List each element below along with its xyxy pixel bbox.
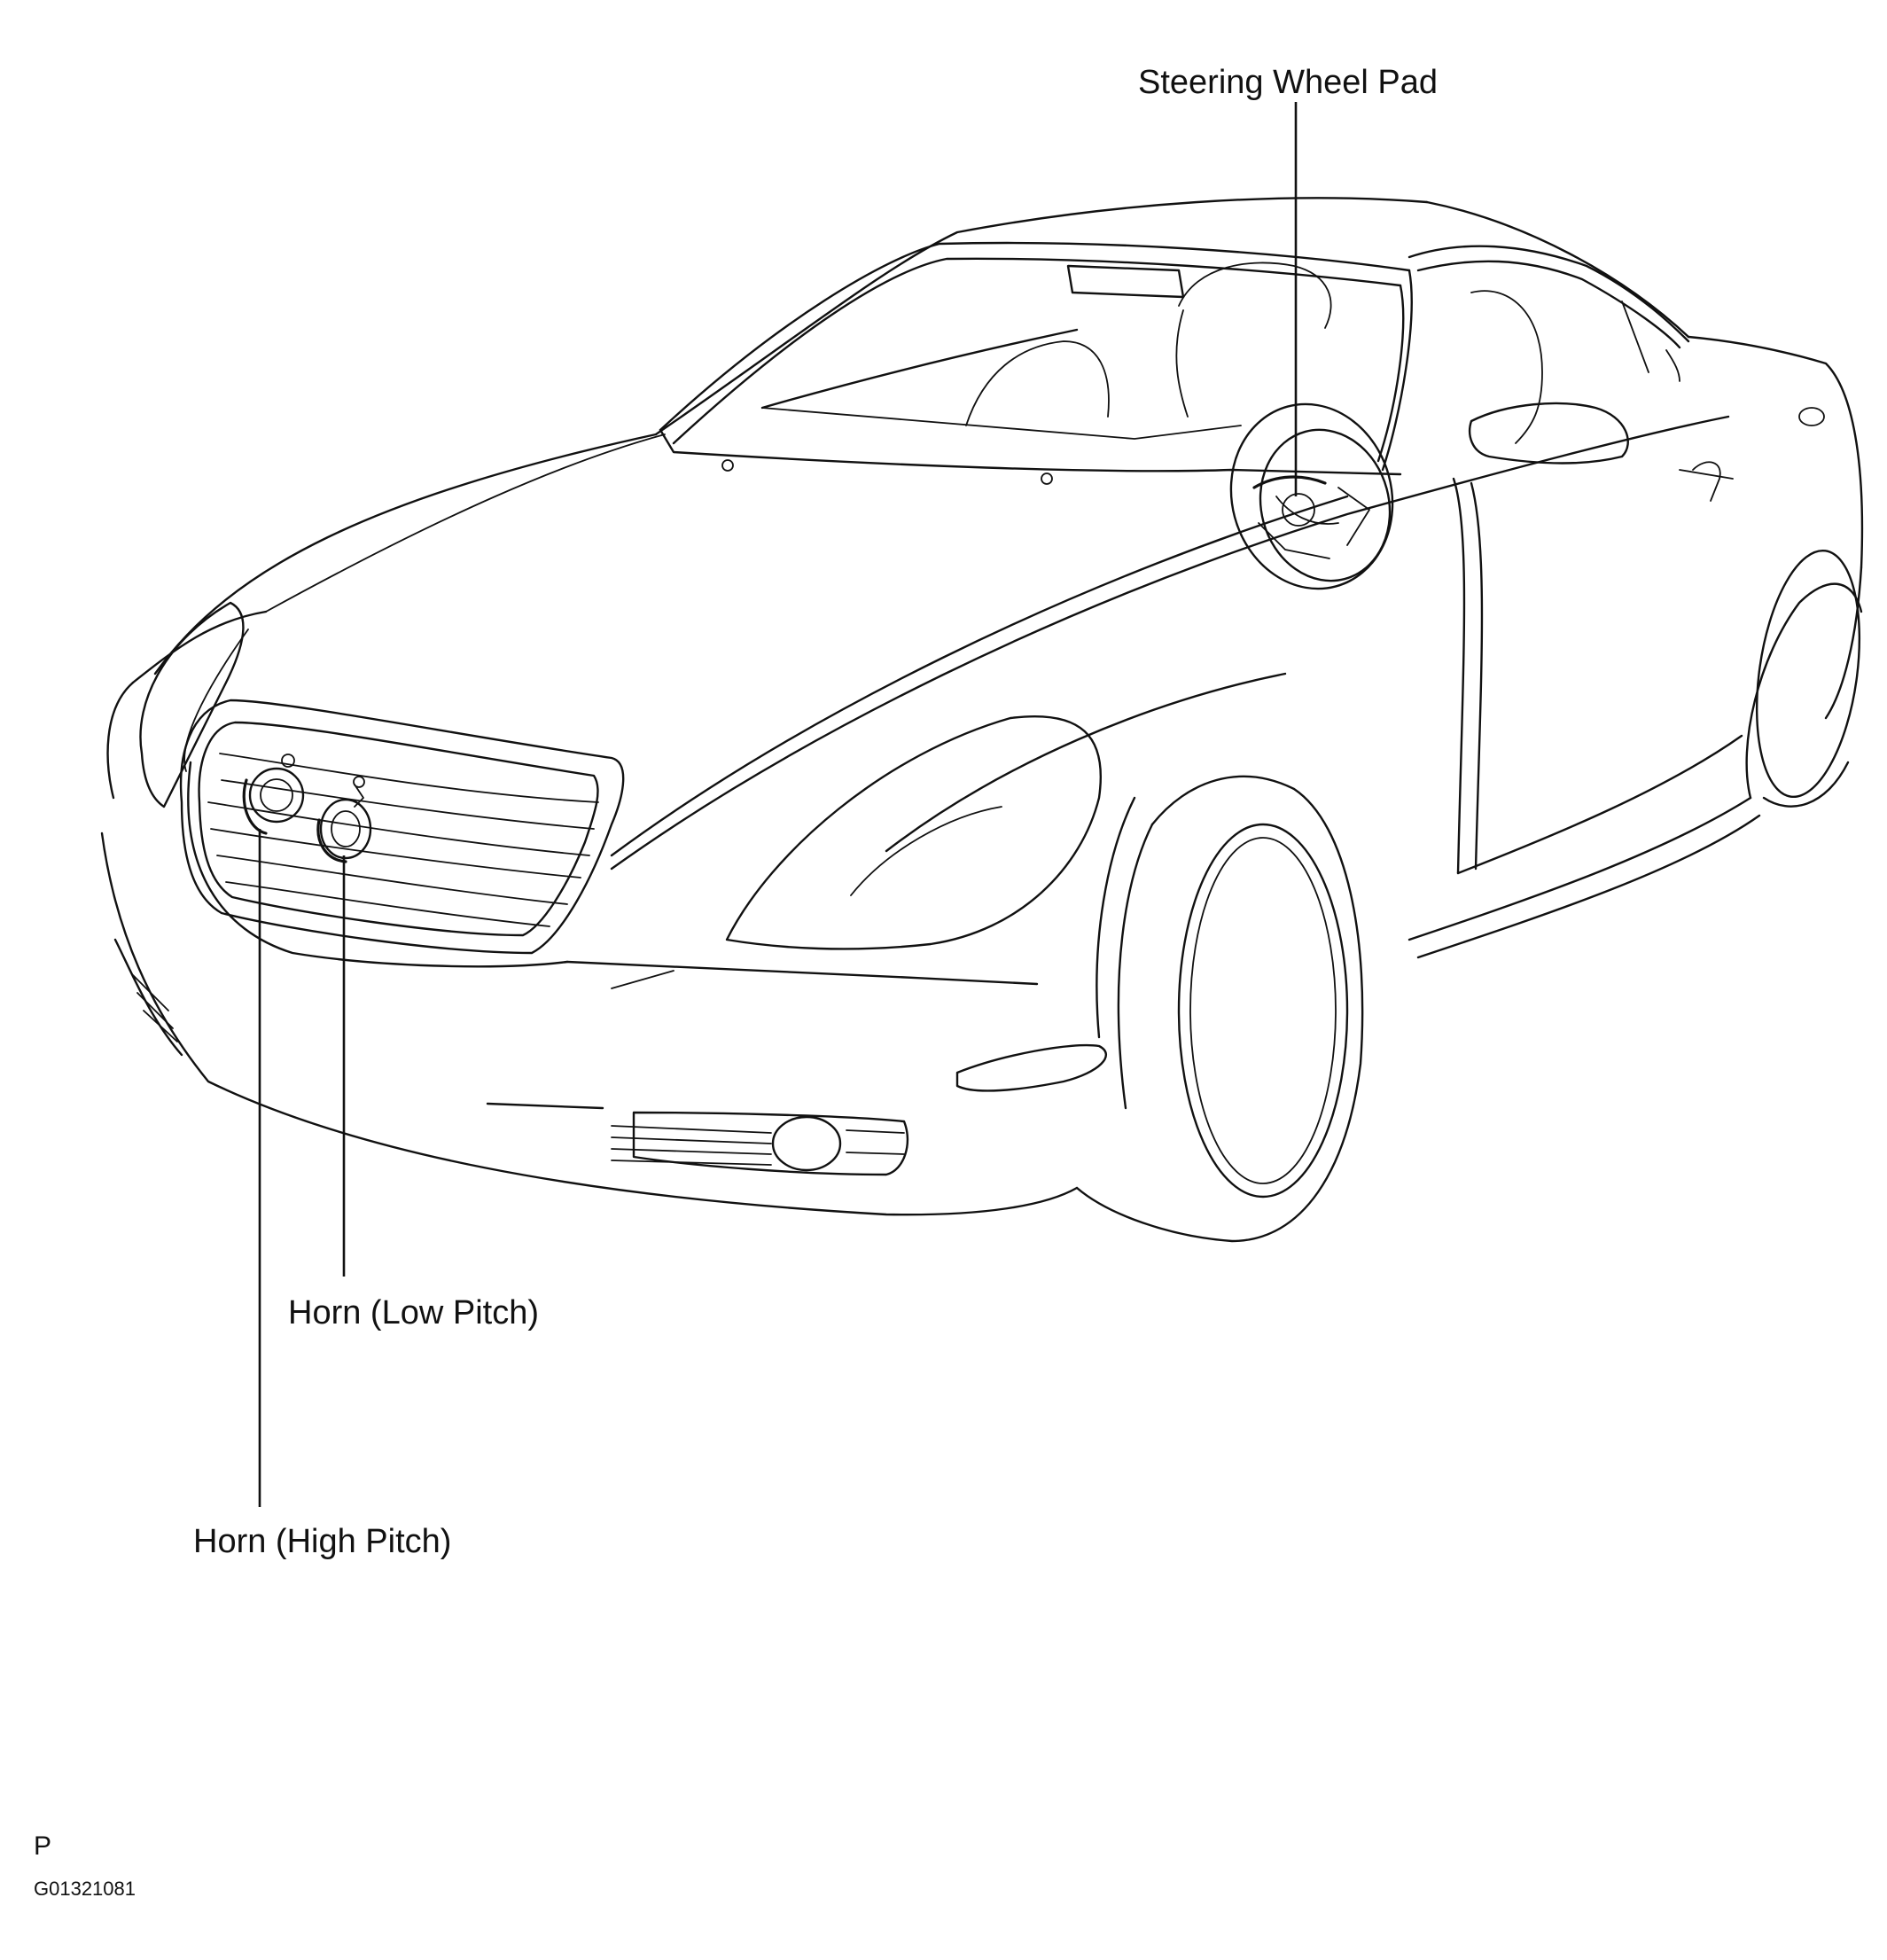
door-outline: [1452, 407, 1825, 875]
horn-high-pitch-part: [242, 754, 305, 835]
figure-code: G01321081: [34, 1878, 136, 1900]
front-wheel: [1075, 775, 1364, 1243]
section-code-letter: P: [34, 1831, 52, 1861]
rear-wheel: [1745, 549, 1863, 808]
callout-horn-low-pitch: Horn (Low Pitch): [288, 1294, 539, 1331]
leader-lines: [258, 102, 1298, 1507]
steering-wheel: [1229, 402, 1394, 590]
fog-lamp-and-intakes: [113, 938, 1107, 1176]
windshield-and-cabin: [659, 241, 1690, 485]
grille: [179, 699, 625, 955]
horn-low-pitch-part: [316, 776, 372, 863]
car-body-outline: [100, 197, 1864, 1216]
callout-horn-high-pitch: Horn (High Pitch): [193, 1523, 452, 1560]
callout-steering-wheel-pad: Steering Wheel Pad: [1138, 64, 1438, 101]
headlamps: [139, 601, 1103, 950]
